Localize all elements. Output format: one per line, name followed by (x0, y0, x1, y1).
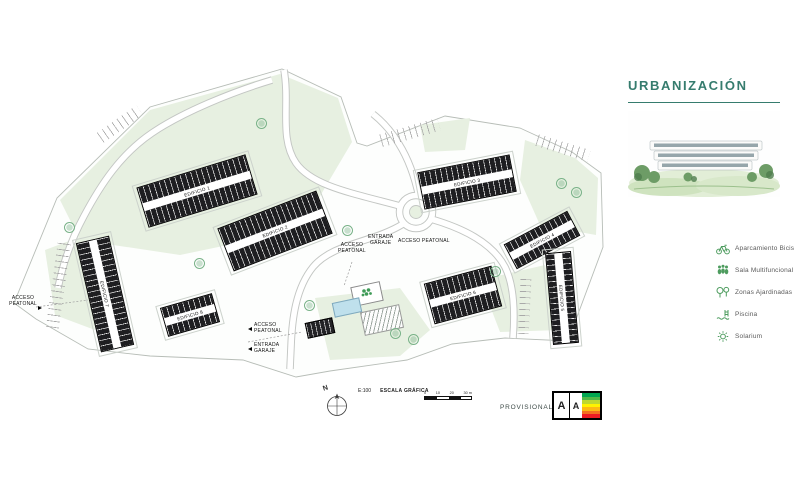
provisional-label: PROVISIONAL (500, 404, 553, 411)
energy-stripe (582, 403, 600, 408)
access-label-south: ACCESO PEATONAL (248, 322, 282, 334)
energy-stripe (582, 410, 600, 415)
energy-stripe (582, 393, 600, 397)
pool-icon (716, 310, 730, 320)
tree-icon (342, 225, 353, 236)
energy-scale-stripes (582, 393, 600, 419)
energy-stripe (582, 414, 600, 419)
energy-rating-label: A A (552, 391, 602, 420)
energy-stripe (582, 396, 600, 401)
graphic-scale: 0 10 20 30 m (424, 391, 472, 400)
legend-label: Aparcamiento Bicis (735, 245, 795, 253)
trees-icon (716, 287, 730, 298)
bike-icon (716, 244, 730, 255)
legend-item-solarium: Solarium (716, 329, 780, 344)
arrow-icon (248, 326, 252, 331)
legend-item-gardens: Zonas Ajardinadas (716, 285, 792, 300)
people-icon (361, 288, 372, 297)
scale-caption: E:100 ESCALA GRÁFICA (358, 388, 429, 394)
energy-letter: A (572, 400, 580, 411)
roundabout-island (409, 205, 423, 219)
tree-icon (490, 266, 501, 277)
legend-item-multiroom: Sala Multifuncional (716, 263, 793, 278)
building-rendering (628, 111, 780, 198)
side-panel: URBANIZACIÓN (628, 78, 794, 351)
scale-bar (424, 396, 472, 400)
legend-item-bikes: Aparcamiento Bicis (716, 241, 794, 256)
scale-ticks: 0 10 20 30 m (424, 391, 472, 395)
north-compass: N (320, 384, 354, 422)
scale-ratio: E:100 (358, 388, 372, 394)
access-label-west: ACCESO PEATONAL (9, 295, 37, 307)
legend-label: Piscina (735, 311, 758, 319)
title-underline (628, 102, 780, 104)
compass-icon (327, 393, 347, 416)
legend-item-pool: Piscina (716, 307, 780, 322)
garage-entry-label-south: ENTRADA GARAJE (248, 342, 279, 354)
tree-icon (571, 187, 582, 198)
tree-icon (256, 118, 267, 129)
tree-icon (408, 334, 419, 345)
arrow-icon (38, 306, 42, 310)
legend-label: Zonas Ajardinadas (735, 289, 793, 297)
energy-stripe (582, 407, 600, 411)
tree-icon (556, 178, 567, 189)
garage-entry-label-center: ENTRADA GARAJE (368, 234, 394, 246)
energy-letter: A (554, 393, 570, 418)
scale-title: ESCALA GRÁFICA (380, 388, 429, 394)
tree-icon (304, 300, 315, 311)
legend-label: Sala Multifuncional (735, 267, 794, 275)
legend-label: Solarium (735, 333, 763, 341)
building-label: EDIFICIO 5 (558, 284, 566, 312)
roads (54, 69, 518, 370)
tree-icon (194, 258, 205, 269)
energy-stripe (582, 400, 600, 404)
legend: Aparcamiento Bicis Sala Multifuncional (628, 241, 794, 344)
tree-icon (64, 222, 75, 233)
people-icon (717, 264, 729, 275)
tree-icon (390, 328, 401, 339)
arrow-icon (248, 346, 252, 351)
sun-icon (717, 331, 729, 342)
access-label-center: ACCESO PEATONAL (338, 242, 366, 254)
page-title: URBANIZACIÓN (628, 78, 748, 93)
access-label-roundabout: ACCESO PEATONAL (398, 238, 450, 244)
